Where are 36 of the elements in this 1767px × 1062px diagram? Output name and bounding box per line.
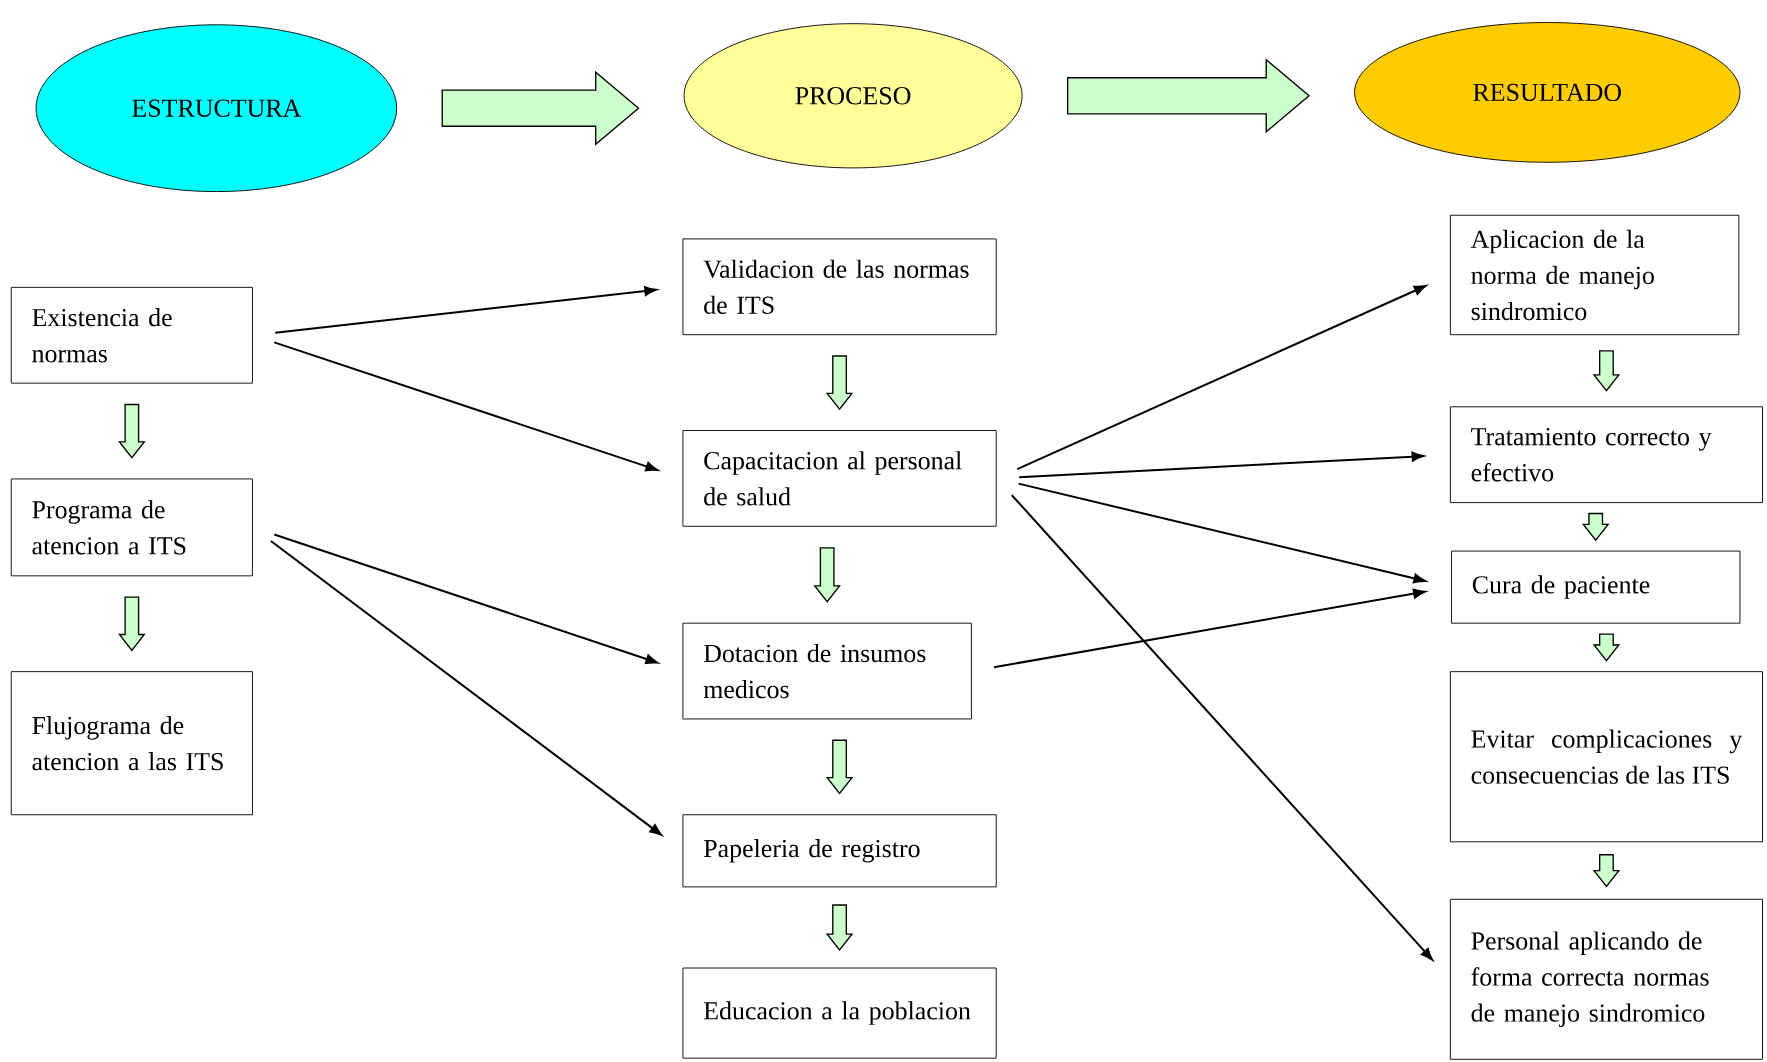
block-arrow bbox=[1592, 350, 1621, 392]
arrow bbox=[1019, 451, 1425, 479]
block-arrow bbox=[825, 355, 854, 411]
process-box: Capacitacion al personal de salud bbox=[682, 430, 997, 527]
block-arrow bbox=[813, 547, 841, 603]
arrow bbox=[1011, 494, 1433, 961]
process-box: Papeleria de registro bbox=[682, 814, 997, 888]
process-box: Validacion de las normas de ITS bbox=[682, 238, 997, 336]
arrow bbox=[273, 533, 658, 665]
process-box: Personal aplicando de forma correcta normas de manejo sindromico bbox=[1449, 899, 1763, 1060]
process-box: Aplicacion de la norma de manejo sindromico bbox=[1449, 215, 1740, 336]
ellipse-node: ESTRUCTURA bbox=[35, 24, 398, 193]
arrow bbox=[1018, 482, 1426, 584]
block-arrow bbox=[1581, 513, 1610, 542]
arrow bbox=[1016, 285, 1427, 471]
process-box: Tratamiento correcto y efectivo bbox=[1449, 406, 1763, 504]
arrow bbox=[273, 341, 658, 472]
block-arrow bbox=[825, 904, 854, 952]
ellipse-node: RESULTADO bbox=[1354, 22, 1741, 163]
arrow bbox=[270, 540, 662, 836]
block-arrow bbox=[825, 739, 854, 795]
process-box: Cura de paciente bbox=[1451, 550, 1741, 624]
block-arrow bbox=[1066, 58, 1311, 134]
process-box: Evitar complicaciones y consecuencias de las ITS bbox=[1449, 671, 1763, 843]
process-box: Dotacion de insumos medicos bbox=[682, 622, 972, 720]
arrow bbox=[993, 588, 1426, 669]
block-arrow bbox=[441, 70, 640, 146]
process-box: Flujograma de atencion a las ITS bbox=[10, 671, 253, 816]
block-arrow bbox=[118, 596, 146, 652]
block-arrow bbox=[118, 404, 146, 459]
ellipse-node: PROCESO bbox=[683, 23, 1023, 169]
process-box: Existencia de normas bbox=[10, 287, 253, 384]
process-box: Educacion a la poblacion bbox=[682, 967, 997, 1059]
block-arrow bbox=[1592, 854, 1621, 888]
block-arrow bbox=[1592, 633, 1621, 663]
process-box: Programa de atencion a ITS bbox=[10, 478, 253, 577]
